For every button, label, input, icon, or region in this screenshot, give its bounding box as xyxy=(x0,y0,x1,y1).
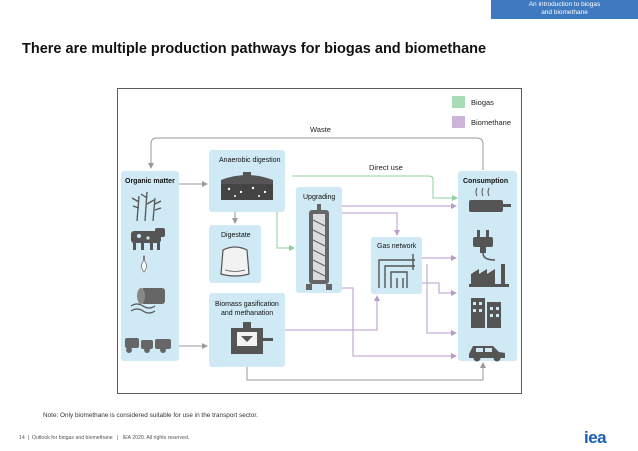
production-pathways-diagram: Biogas Biomethane Waste Direct use Organ… xyxy=(117,88,522,394)
gas-network-label: Gas network xyxy=(377,243,417,250)
organic-matter-box xyxy=(121,171,179,361)
gas-network-icon xyxy=(378,254,415,288)
iea-logo: iea xyxy=(584,428,607,447)
cooking-pot-icon xyxy=(469,187,511,212)
legend-swatch-biogas xyxy=(452,96,465,108)
biomass-gasification-label-line1: Biomass gasification xyxy=(215,301,279,308)
waste-label: Waste xyxy=(310,125,331,134)
factory-icon xyxy=(469,264,509,287)
direct-use-label: Direct use xyxy=(369,163,403,172)
legend-label-biomethane: Biomethane xyxy=(471,118,511,127)
footer-separator: | xyxy=(26,435,31,441)
legend-label-biogas: Biogas xyxy=(471,98,494,107)
gasnetwork-to-consumption-flow-2 xyxy=(426,264,457,336)
digester-icon xyxy=(221,172,273,200)
page-title: There are multiple production pathways f… xyxy=(22,41,487,57)
footer: 14 | Outlook for biogas and biomethane |… xyxy=(19,435,189,441)
waste-flow xyxy=(148,137,484,170)
gasification-to-consumption-flow xyxy=(246,362,486,381)
digestate-bag-icon xyxy=(220,246,250,277)
machinery-icon xyxy=(125,338,171,353)
cow-icon xyxy=(131,228,165,250)
page-number: 14 xyxy=(19,435,25,441)
section-tag-line1: An introduction to biogas xyxy=(528,1,601,8)
publication-name: Outlook for biogas and biomethane xyxy=(31,435,113,441)
anaerobic-digestion-label: Anaerobic digestion xyxy=(219,157,281,164)
footer-separator: | xyxy=(114,435,122,441)
apple-core-icon xyxy=(141,255,147,273)
biomass-gasification-label-line2: and methanation xyxy=(221,310,273,317)
rights-notice: IEA 2020. All rights reserved. xyxy=(122,435,190,441)
section-tag: An introduction to biogas and biomethane xyxy=(491,0,638,19)
digestate-label: Digestate xyxy=(221,232,251,239)
consumption-label: Consumption xyxy=(463,178,508,185)
gasifier-icon xyxy=(231,322,273,354)
consumption-box xyxy=(458,171,517,361)
digestion-to-upgrading-flow xyxy=(276,212,295,251)
footnote: Note: Only biomethane is considered suit… xyxy=(43,412,258,419)
waste-pipe-icon xyxy=(130,288,165,314)
upgrading-to-gasnetwork-flow xyxy=(342,212,400,236)
buildings-icon xyxy=(471,298,501,328)
upgrading-label: Upgrading xyxy=(303,194,335,201)
car-icon xyxy=(469,346,505,362)
upgrading-column-icon xyxy=(306,204,332,290)
gasnetwork-to-consumption-flow-3 xyxy=(422,282,457,296)
upgrading-to-vehicle-flow xyxy=(342,287,457,359)
section-tag-line2: and biomethane xyxy=(541,9,588,16)
organic-matter-label: Organic matter xyxy=(125,178,175,185)
power-plug-icon xyxy=(473,230,496,261)
crops-icon xyxy=(131,191,162,222)
gasification-to-network-flow xyxy=(285,295,380,331)
direct-use-flow xyxy=(292,175,458,201)
legend-swatch-biomethane xyxy=(452,116,465,128)
